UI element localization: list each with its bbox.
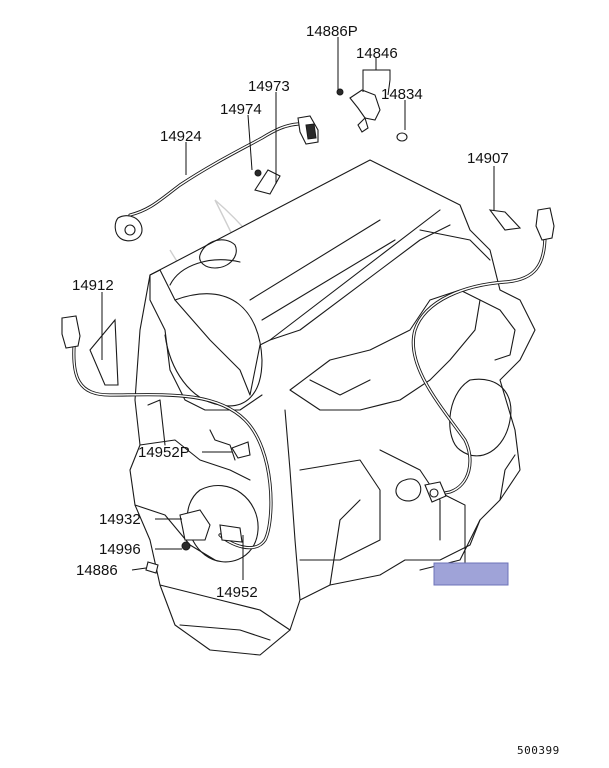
callout-labels: 14886P 14846 14834 14973 14974 14924 149… (72, 23, 509, 601)
callout-14912[interactable]: 14912 (72, 277, 114, 294)
harness-top (128, 122, 300, 217)
callout-14974[interactable]: 14974 (220, 101, 262, 118)
cam-position-sensor-part (336, 88, 408, 142)
harness-left (72, 333, 273, 550)
callout-14886P[interactable]: 14886P (306, 23, 358, 40)
callout-14834[interactable]: 14834 (381, 86, 423, 103)
connector-14907-part (488, 207, 555, 241)
callout-14886[interactable]: 14886 (76, 562, 118, 579)
sensor-right-part (424, 481, 447, 503)
crank-sensor-part (145, 441, 251, 574)
callout-14932[interactable]: 14932 (99, 511, 141, 528)
callout-14996[interactable]: 14996 (99, 541, 141, 558)
harness-right (411, 233, 547, 497)
callout-14952P[interactable]: 14952P (138, 444, 190, 461)
highlighted-part-box[interactable] (433, 562, 509, 586)
connector-14973-part (254, 115, 319, 195)
connector-14912-part (61, 315, 119, 386)
callout-14924[interactable]: 14924 (160, 128, 202, 145)
callout-14907[interactable]: 14907 (467, 150, 509, 167)
callout-14846[interactable]: 14846 (356, 45, 398, 62)
diagram-id: 500399 (517, 744, 560, 757)
callout-14952[interactable]: 14952 (216, 584, 258, 601)
callout-14973[interactable]: 14973 (248, 78, 290, 95)
leader-lines (101, 37, 495, 580)
knock-sensor-part (114, 215, 143, 242)
